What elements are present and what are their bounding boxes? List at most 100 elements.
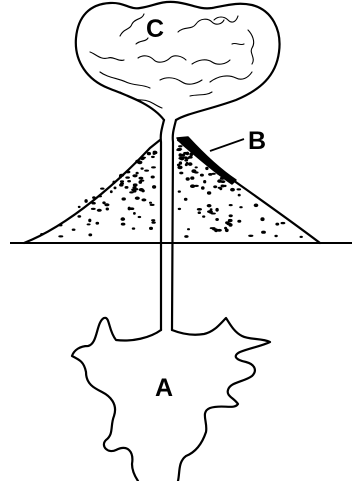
stipple-dot <box>84 199 87 203</box>
stipple-dot <box>237 188 242 190</box>
stipple-dot <box>121 217 126 221</box>
stipple-dot <box>141 198 146 201</box>
stipple-dot <box>98 195 102 197</box>
stipple-dot <box>180 154 185 157</box>
stipple-dot <box>229 214 233 217</box>
stipple-dot <box>184 198 188 201</box>
stipple-dot <box>219 187 222 190</box>
stipple-dot <box>177 164 180 167</box>
stipple-dot <box>88 219 91 223</box>
stipple-dot <box>110 190 113 193</box>
stipple-dot <box>194 185 199 187</box>
stipple-dot <box>239 206 242 208</box>
stipple-dot <box>178 157 183 160</box>
stipple-dot <box>132 174 137 177</box>
stipple-dot <box>187 228 190 230</box>
stipple-dot <box>197 208 202 211</box>
stipple-dot <box>217 179 222 183</box>
stipple-dot <box>226 222 231 225</box>
stipple-dot <box>149 227 153 230</box>
stipple-dot <box>217 229 222 232</box>
stipple-dot <box>151 166 156 168</box>
label-c: C <box>146 15 164 43</box>
stipple-dot <box>210 208 213 210</box>
stipple-dot <box>97 209 102 212</box>
stipple-dot <box>139 177 144 180</box>
stipple-dot <box>211 213 216 215</box>
stipple-dot <box>149 202 152 204</box>
stipple-dot <box>87 223 91 225</box>
stipple-dot <box>200 174 204 177</box>
stipple-dot <box>179 172 183 175</box>
stipple-dot <box>150 204 155 206</box>
stipple-dot <box>207 191 211 194</box>
stipple-dot <box>202 215 205 217</box>
stipple-dot <box>254 204 259 208</box>
stipple-dot <box>88 233 92 236</box>
stipple-dot <box>112 181 115 184</box>
stipple-dot <box>184 152 187 154</box>
stipple-dot <box>141 157 146 159</box>
label-b-leader <box>210 139 244 151</box>
stipple-dot <box>151 176 155 179</box>
stipple-dot <box>185 157 190 159</box>
stipple-dot <box>229 204 233 206</box>
stipple-dot <box>248 235 253 237</box>
stipple-dot <box>151 221 155 223</box>
stipple-dot <box>225 229 229 233</box>
stipple-dot <box>210 227 215 229</box>
conduit-right-wall <box>172 120 176 330</box>
stipple-dot <box>120 180 124 182</box>
stipple-dot <box>198 211 201 214</box>
stipple-dot <box>261 231 266 234</box>
stipple-dot <box>132 227 135 229</box>
eruption-cloud <box>76 2 280 120</box>
stipple-dot <box>186 177 190 180</box>
stipple-dot <box>211 173 215 175</box>
stipple-dot <box>58 235 63 237</box>
stipple-dot <box>104 203 109 206</box>
stipple-dot <box>207 210 212 213</box>
stipple-dot <box>260 217 264 221</box>
stipple-dot <box>91 202 95 205</box>
stipple-dot <box>152 185 156 189</box>
stipple-dot <box>100 188 104 190</box>
stipple-dot <box>203 180 206 183</box>
stipple-dot <box>215 218 219 221</box>
stipple-dot <box>133 183 138 186</box>
stipple-dot <box>191 169 196 173</box>
stipple-dot <box>201 186 205 190</box>
stipple-dot <box>190 176 194 179</box>
stipple-dot <box>119 183 123 186</box>
label-a: A <box>155 374 173 402</box>
stipple-dot <box>130 207 135 210</box>
stipple-dot <box>78 206 81 208</box>
stipple-dot <box>135 160 140 164</box>
stipple-dot <box>300 236 303 238</box>
stipple-dot <box>58 224 62 227</box>
stipple-dot <box>274 235 277 237</box>
stipple-dot <box>134 188 139 190</box>
stipple-dot <box>125 176 130 178</box>
stipple-dot <box>77 215 81 218</box>
stipple-dot <box>135 197 140 200</box>
stipple-dot <box>178 190 181 192</box>
stipple-dot <box>215 208 218 212</box>
stipple-dot <box>91 208 96 210</box>
stipple-dot <box>178 145 182 147</box>
stipple-dot <box>119 175 122 178</box>
stipple-dot <box>121 223 126 226</box>
stipple-dot <box>96 222 100 225</box>
cone-left-flank <box>24 140 160 243</box>
stipple-dot <box>228 219 233 222</box>
label-b: B <box>248 127 266 155</box>
stipple-dot <box>238 194 241 197</box>
stipple-dot <box>125 186 129 189</box>
stipple-dot <box>205 167 208 170</box>
conduit-left-wall <box>161 120 164 330</box>
stipple-dot <box>184 159 188 162</box>
stipple-dot <box>122 197 126 200</box>
stipple-dot <box>177 148 182 150</box>
stipple-dot <box>106 208 109 211</box>
